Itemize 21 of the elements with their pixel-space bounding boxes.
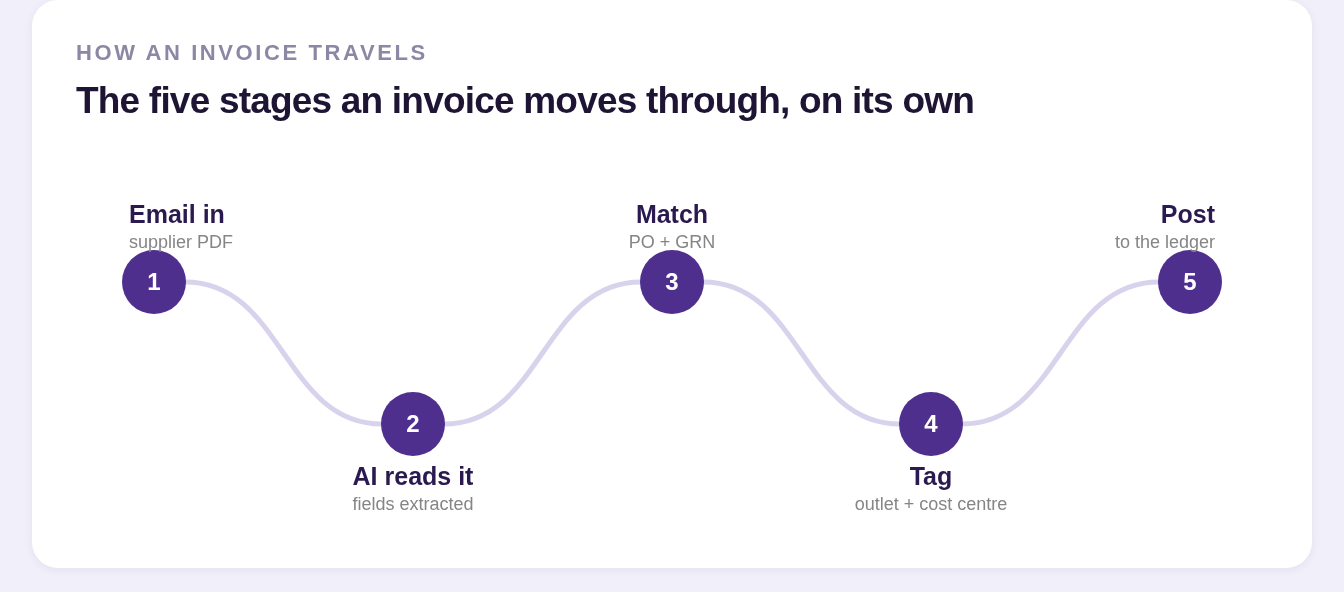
step-number: 2 [406, 412, 420, 436]
step-number: 4 [924, 412, 938, 436]
step-number: 1 [147, 270, 161, 294]
connector-curve [961, 279, 1160, 427]
step-title: Post [1160, 200, 1215, 229]
connector-curve [184, 279, 383, 427]
title: The five stages an invoice moves through, on its own [76, 80, 974, 122]
step-subtitle: PO + GRN [628, 232, 716, 253]
step-subtitle: fields extracted [352, 494, 474, 515]
step-number: 3 [665, 270, 679, 294]
step-subtitle: supplier PDF [129, 232, 234, 253]
connector-curve [443, 279, 642, 427]
step-title: AI reads it [352, 462, 474, 491]
step-subtitle: to the ledger [1114, 232, 1215, 253]
step-title: Tag [909, 462, 953, 491]
step-number: 5 [1183, 270, 1197, 294]
step-subtitle: outlet + cost centre [854, 494, 1008, 515]
step-title: Email in [129, 200, 225, 229]
connector-curve [702, 279, 901, 427]
step-title: Match [635, 200, 709, 229]
eyebrow-heading: HOW AN INVOICE TRAVELS [76, 40, 428, 66]
